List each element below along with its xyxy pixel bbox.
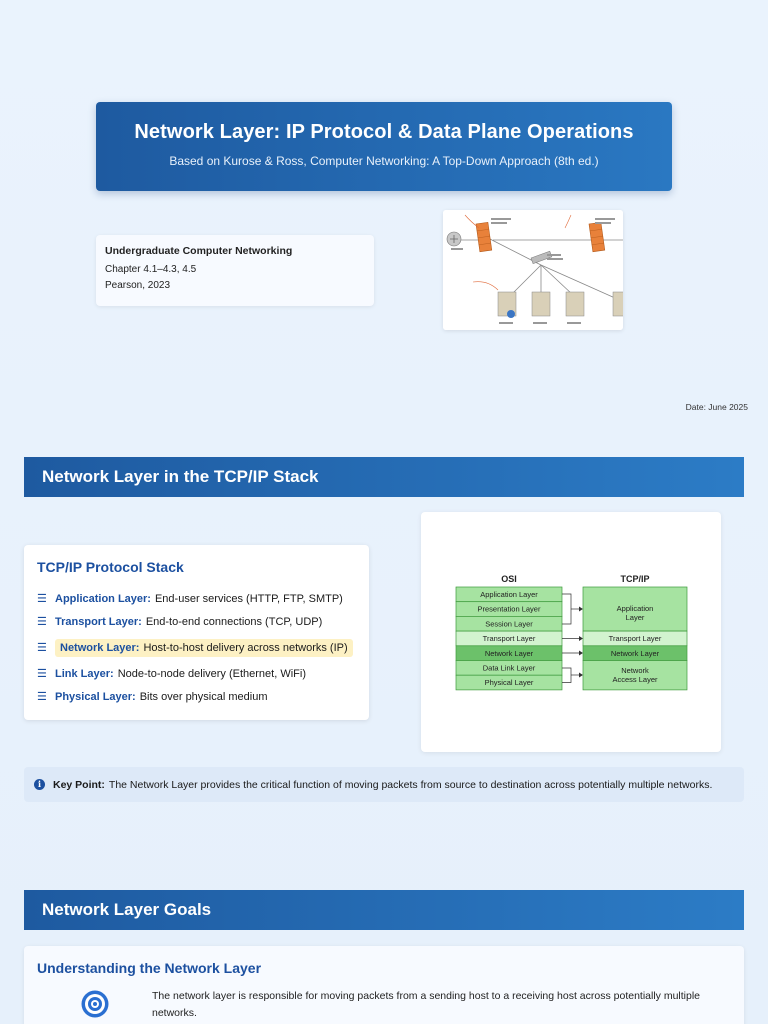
course-info-card: Undergraduate Computer Networking Chapte… — [96, 235, 374, 306]
date-label: Date: June 2025 — [685, 402, 748, 412]
osi-layer: Transport Layer — [483, 634, 536, 643]
network-topology-image — [443, 210, 623, 330]
osi-tcpip-diagram-card: OSI TCP/IP Application Layer Presentatio… — [421, 512, 721, 752]
page-title: Network Layer: IP Protocol & Data Plane … — [134, 121, 634, 143]
chapters: Chapter 4.1–4.3, 4.5 — [105, 264, 197, 275]
info-icon: i — [34, 779, 45, 790]
osi-layer: Data Link Layer — [483, 664, 536, 673]
layers-icon: ☰ — [37, 642, 47, 654]
goals-text: The network layer is responsible for mov… — [152, 990, 701, 1019]
osi-stack: Application Layer Presentation Layer Ses… — [455, 586, 563, 691]
layers-icon: ☰ — [37, 691, 47, 703]
osi-layer: Session Layer — [485, 619, 533, 628]
tcpip-layer: Network Layer — [611, 649, 660, 658]
tcpip-layer: Application — [617, 604, 654, 613]
target-icon — [81, 990, 109, 1018]
tcpip-layer: Transport Layer — [609, 634, 662, 643]
list-item-link-layer: ☰ Link Layer: Node-to-node delivery (Eth… — [37, 667, 306, 681]
key-point-callout: i Key Point: The Network Layer provides … — [24, 767, 744, 802]
key-point-label: Key Point: — [53, 778, 105, 791]
section-header-goals: Network Layer Goals — [24, 890, 744, 930]
goals-card: Understanding the Network Layer The netw… — [24, 946, 744, 1024]
layers-icon: ☰ — [37, 593, 47, 605]
osi-title: OSI — [501, 574, 517, 584]
osi-layer: Network Layer — [485, 649, 534, 658]
osi-layer: Presentation Layer — [478, 605, 541, 614]
protocol-stack-card: TCP/IP Protocol Stack ☰ Application Laye… — [24, 545, 369, 720]
course-name: Undergraduate Computer Networking — [105, 245, 293, 257]
tcpip-layer: Layer — [626, 613, 645, 622]
page-subtitle: Based on Kurose & Ross, Computer Network… — [169, 154, 599, 168]
publisher: Pearson, 2023 — [105, 280, 171, 291]
goals-card-title: Understanding the Network Layer — [37, 960, 262, 976]
key-point-text: The Network Layer provides the critical … — [108, 778, 713, 791]
osi-layer: Application Layer — [480, 590, 538, 599]
tcpip-layer: Network — [621, 666, 649, 675]
tcpip-title: TCP/IP — [620, 574, 649, 584]
protocol-stack-title: TCP/IP Protocol Stack — [37, 559, 184, 575]
tcpip-layer: Access Layer — [612, 675, 658, 684]
section-header-tcpip-stack: Network Layer in the TCP/IP Stack — [24, 457, 744, 497]
list-item-physical-layer: ☰ Physical Layer: Bits over physical med… — [37, 690, 268, 704]
title-banner: Network Layer: IP Protocol & Data Plane … — [96, 102, 672, 191]
highlight-box: Network Layer: Host-to-host delivery acr… — [55, 638, 353, 657]
list-item-network-layer: ☰ Network Layer: Host-to-host delivery a… — [37, 633, 356, 662]
osi-layer: Physical Layer — [485, 678, 534, 687]
list-item-application-layer: ☰ Application Layer: End-user services (… — [37, 592, 343, 606]
layers-icon: ☰ — [37, 668, 47, 680]
layers-icon: ☰ — [37, 616, 47, 628]
list-item-transport-layer: ☰ Transport Layer: End-to-end connection… — [37, 615, 323, 629]
tcpip-stack: Application Layer Transport Layer Networ… — [582, 586, 688, 691]
